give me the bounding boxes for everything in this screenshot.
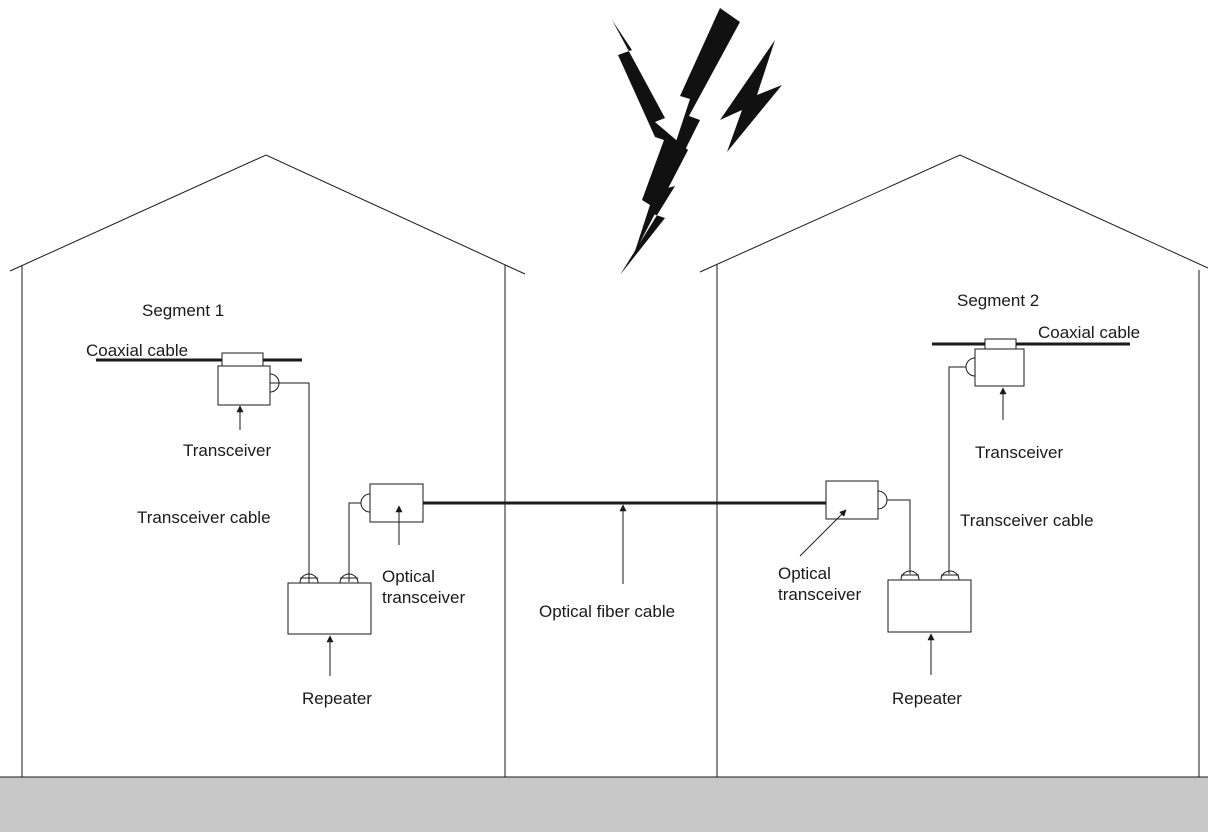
segment-1: Segment 1 Coaxial cable Transceiver Tran… <box>86 301 465 708</box>
transceiver-cable-1-label: Transceiver cable <box>137 508 271 527</box>
transceiver-cable-2-label: Transceiver cable <box>960 511 1094 530</box>
optical-link-1 <box>348 502 352 582</box>
coax-tap-2 <box>984 338 1017 350</box>
optical-transceiver-1-label-line-2: transceiver <box>382 588 465 607</box>
connector-icon <box>900 570 920 581</box>
optical-transceiver-2-label-line-2: transceiver <box>778 585 861 604</box>
right-building <box>699 154 1208 777</box>
coax-tap-1 <box>221 352 264 367</box>
connector-icon <box>299 573 319 584</box>
segment-1-label: Segment 1 <box>142 301 224 320</box>
optical-transceiver-2 <box>825 480 879 520</box>
optical-link-2 <box>896 499 911 574</box>
coaxial-cable-1-label: Coaxial cable <box>86 341 188 360</box>
connector-icon <box>877 490 896 510</box>
transceiver-1 <box>217 365 271 406</box>
connector-icon <box>957 357 976 377</box>
ground <box>0 777 1208 832</box>
optical-transceiver-2-label-line-1: Optical <box>778 564 831 583</box>
repeater-1-label: Repeater <box>302 689 372 708</box>
transceiver-2 <box>974 348 1025 387</box>
segment-2-label: Segment 2 <box>957 291 1039 310</box>
connector-icon <box>940 570 960 581</box>
transceiver-1-label: Transceiver <box>183 441 272 460</box>
optical-transceiver-1 <box>369 483 424 523</box>
connector-icon <box>339 573 359 584</box>
repeater-2 <box>887 579 972 633</box>
connector-icon <box>352 493 371 513</box>
optical-transceiver-1-label-line-1: Optical <box>382 567 435 586</box>
transceiver-2-label: Transceiver <box>975 443 1064 462</box>
segment-2: Segment 2 Coaxial cable Transceiver Tran… <box>778 291 1140 708</box>
transceiver-cable-1 <box>279 382 310 587</box>
optical-fiber-cable-label: Optical fiber cable <box>539 602 675 621</box>
transceiver-cable-2 <box>948 366 957 574</box>
coaxial-cable-2-label: Coaxial cable <box>1038 323 1140 342</box>
lightning-bolt-icon <box>612 8 782 275</box>
repeater-1 <box>287 582 372 635</box>
left-building <box>9 154 526 777</box>
repeater-2-label: Repeater <box>892 689 962 708</box>
optical-transceiver-2-arrow <box>799 509 847 557</box>
connector-icon <box>269 373 280 393</box>
